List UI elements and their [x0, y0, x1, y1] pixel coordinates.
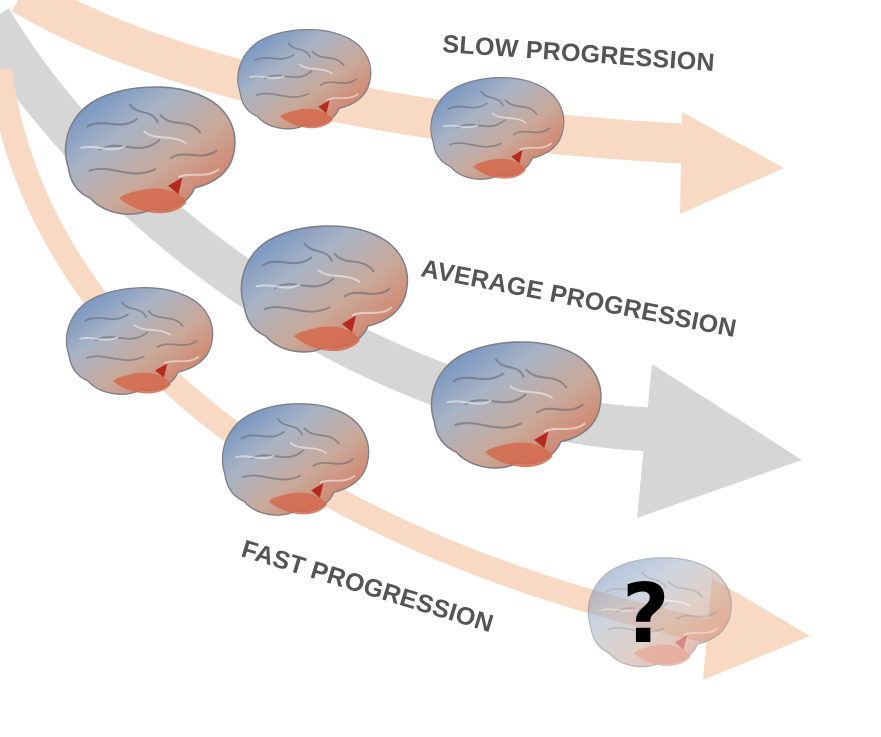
brain-icon — [65, 286, 214, 396]
brain-icon — [430, 340, 602, 469]
question-mark-icon: ? — [622, 567, 670, 662]
brain-icon — [430, 76, 565, 181]
average-progression-label: AVERAGE PROGRESSION — [419, 254, 739, 343]
brain-icon — [64, 85, 236, 216]
brain-icon — [240, 224, 409, 353]
slow-progression-label: SLOW PROGRESSION — [442, 30, 716, 77]
